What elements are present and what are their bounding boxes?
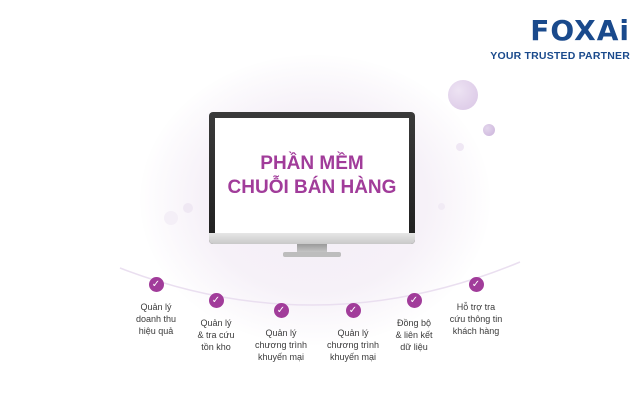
feature-label: Quản lý doanh thu hiệu quả	[135, 302, 177, 336]
feature-item: ✓ Hỗ trợ tra cứu thông tin khách hàng	[431, 277, 521, 337]
feature-item: ✓ Đồng bộ & liên kết dữ liệu	[369, 293, 459, 353]
logo-wordmark-right: Ai	[596, 14, 630, 47]
monitor-screen: PHẦN MỀM CHUỖI BÁN HÀNG	[215, 118, 409, 233]
check-icon: ✓	[273, 303, 289, 318]
monitor-stand-neck	[297, 244, 327, 254]
monitor-chin	[209, 233, 415, 244]
check-icon: ✓	[468, 277, 484, 292]
decor-bubble	[438, 203, 445, 210]
feature-item: ✓ Quản lý chương trình khuyến mại	[308, 303, 398, 363]
feature-label: Quản lý chương trình khuyến mại	[255, 328, 307, 362]
check-icon: ✓	[345, 303, 361, 318]
check-icon: ✓	[148, 277, 164, 292]
check-icon: ✓	[406, 293, 422, 308]
decor-bubble	[483, 124, 495, 136]
decor-bubble	[164, 211, 178, 225]
logo-wordmark-left: FOX	[530, 14, 597, 47]
monitor-stand-foot	[283, 252, 341, 257]
foxai-logo: FOXAi YOUR TRUSTED PARTNER	[490, 16, 630, 63]
logo-wordmark: FOXAi	[490, 16, 630, 46]
feature-item: ✓ Quản lý chương trình khuyến mại	[236, 303, 326, 363]
feature-item: ✓ Quản lý & tra cứu tồn kho	[171, 293, 261, 353]
screen-title-line-2: CHUỖI BÁN HÀNG	[227, 176, 397, 198]
decor-bubble	[183, 203, 193, 213]
feature-item: ✓ Quản lý doanh thu hiệu quả	[111, 277, 201, 337]
logo-tagline: YOUR TRUSTED PARTNER	[490, 50, 630, 62]
feature-label: Quản lý & tra cứu tồn kho	[197, 318, 235, 352]
monitor-illustration: PHẦN MỀM CHUỖI BÁN HÀNG	[209, 112, 415, 257]
decor-bubble	[448, 80, 478, 110]
screen-title-line-1: PHẦN MỀM	[260, 152, 364, 174]
check-icon: ✓	[208, 293, 224, 308]
feature-label: Quản lý chương trình khuyến mại	[327, 328, 379, 362]
decor-bubble	[456, 143, 464, 151]
feature-label: Đồng bộ & liên kết dữ liệu	[395, 318, 433, 352]
feature-label: Hỗ trợ tra cứu thông tin khách hàng	[449, 302, 503, 336]
